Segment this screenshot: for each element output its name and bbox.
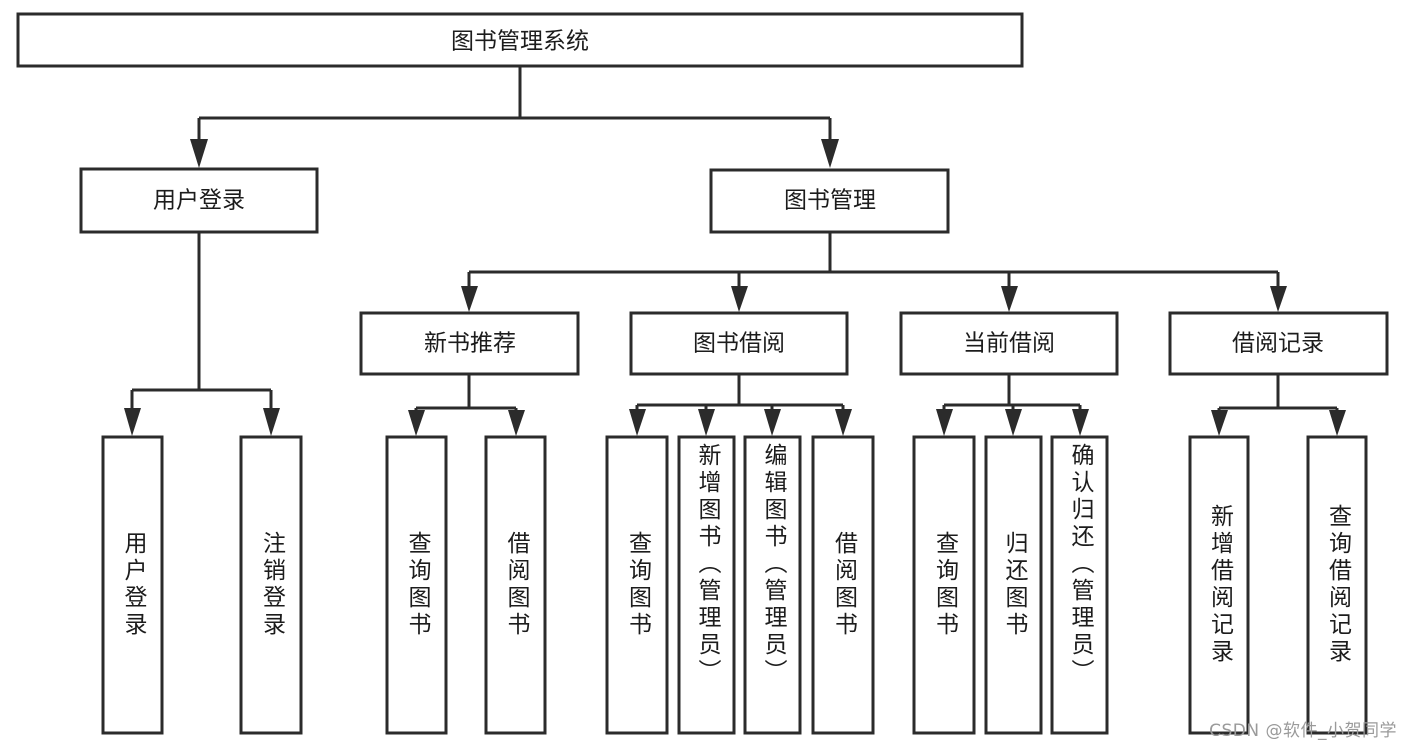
arrow-head-icon <box>1001 286 1018 312</box>
node-borrow-record[interactable]: 借阅记录 <box>1168 311 1389 376</box>
node-current-borrow-label: 当前借阅 <box>963 331 1055 357</box>
arrow-head-icon <box>124 408 141 436</box>
connector-layer <box>124 66 1346 436</box>
node-book-borrow-label: 图书借阅 <box>693 331 785 357</box>
arrow-head-icon <box>764 409 781 436</box>
arrow-head-icon <box>698 409 715 436</box>
node-book-management-label: 图书管理 <box>784 188 876 214</box>
node-book-borrow[interactable]: 图书借阅 <box>629 311 849 376</box>
node-book-borrow-rect[interactable] <box>629 311 849 376</box>
node-current-borrow[interactable]: 当前借阅 <box>899 311 1119 376</box>
leaf-user-login-rect[interactable] <box>101 435 164 735</box>
leaf-logout-rect[interactable] <box>239 435 303 735</box>
arrow-head-icon <box>1270 286 1287 312</box>
leaf-query-book-borrow-rect[interactable] <box>605 435 669 735</box>
arrow-head-icon <box>629 409 646 436</box>
leaf-query-book-recommend-rect[interactable] <box>385 435 448 735</box>
leaf-query-borrow-record-rect[interactable] <box>1306 435 1368 735</box>
leaf-borrow-book-recommend-rect[interactable] <box>484 435 547 735</box>
leaf-borrow-book-rect[interactable] <box>811 435 875 735</box>
leaf-confirm-return-rect[interactable] <box>1050 435 1109 735</box>
leaf-rect-layer <box>101 435 1368 735</box>
arrow-head-icon <box>1072 409 1089 436</box>
node-book-management[interactable]: 图书管理 <box>709 168 950 234</box>
arrow-head-icon <box>821 139 839 168</box>
leaf-query-book-current-rect[interactable] <box>912 435 976 735</box>
leaf-edit-book-rect[interactable] <box>743 435 802 735</box>
arrow-head-icon <box>461 286 478 312</box>
arrow-head-icon <box>835 409 852 436</box>
watermark-text: CSDN @软件_小贺同学 <box>1209 721 1397 741</box>
node-root[interactable]: 图书管理系统 <box>16 12 1024 68</box>
arrow-head-icon <box>1211 410 1228 436</box>
leaf-return-book-rect[interactable] <box>984 435 1043 735</box>
arrow-head-icon <box>190 139 208 168</box>
arrow-head-icon <box>508 410 525 436</box>
node-borrow-record-label: 借阅记录 <box>1232 331 1324 357</box>
arrow-head-icon <box>936 409 953 436</box>
arrow-head-icon <box>731 286 748 312</box>
node-user-login-rect[interactable] <box>79 167 319 234</box>
node-root-label: 图书管理系统 <box>451 29 589 55</box>
arrow-head-icon <box>263 408 280 436</box>
node-book-management-rect[interactable] <box>709 168 950 234</box>
arrow-head-icon <box>408 410 425 436</box>
node-new-book-recommend-rect[interactable] <box>359 311 580 376</box>
node-new-book-recommend-label: 新书推荐 <box>424 331 516 357</box>
node-user-login-label: 用户登录 <box>153 188 245 214</box>
leaf-add-borrow-record-rect[interactable] <box>1188 435 1250 735</box>
node-new-book-recommend[interactable]: 新书推荐 <box>359 311 580 376</box>
node-borrow-record-rect[interactable] <box>1168 311 1389 376</box>
node-user-login[interactable]: 用户登录 <box>79 167 319 234</box>
leaf-add-book-rect[interactable] <box>677 435 736 735</box>
arrow-head-icon <box>1329 410 1346 436</box>
node-current-borrow-rect[interactable] <box>899 311 1119 376</box>
arrow-head-icon <box>1005 409 1022 436</box>
node-root-rect[interactable] <box>16 12 1024 68</box>
